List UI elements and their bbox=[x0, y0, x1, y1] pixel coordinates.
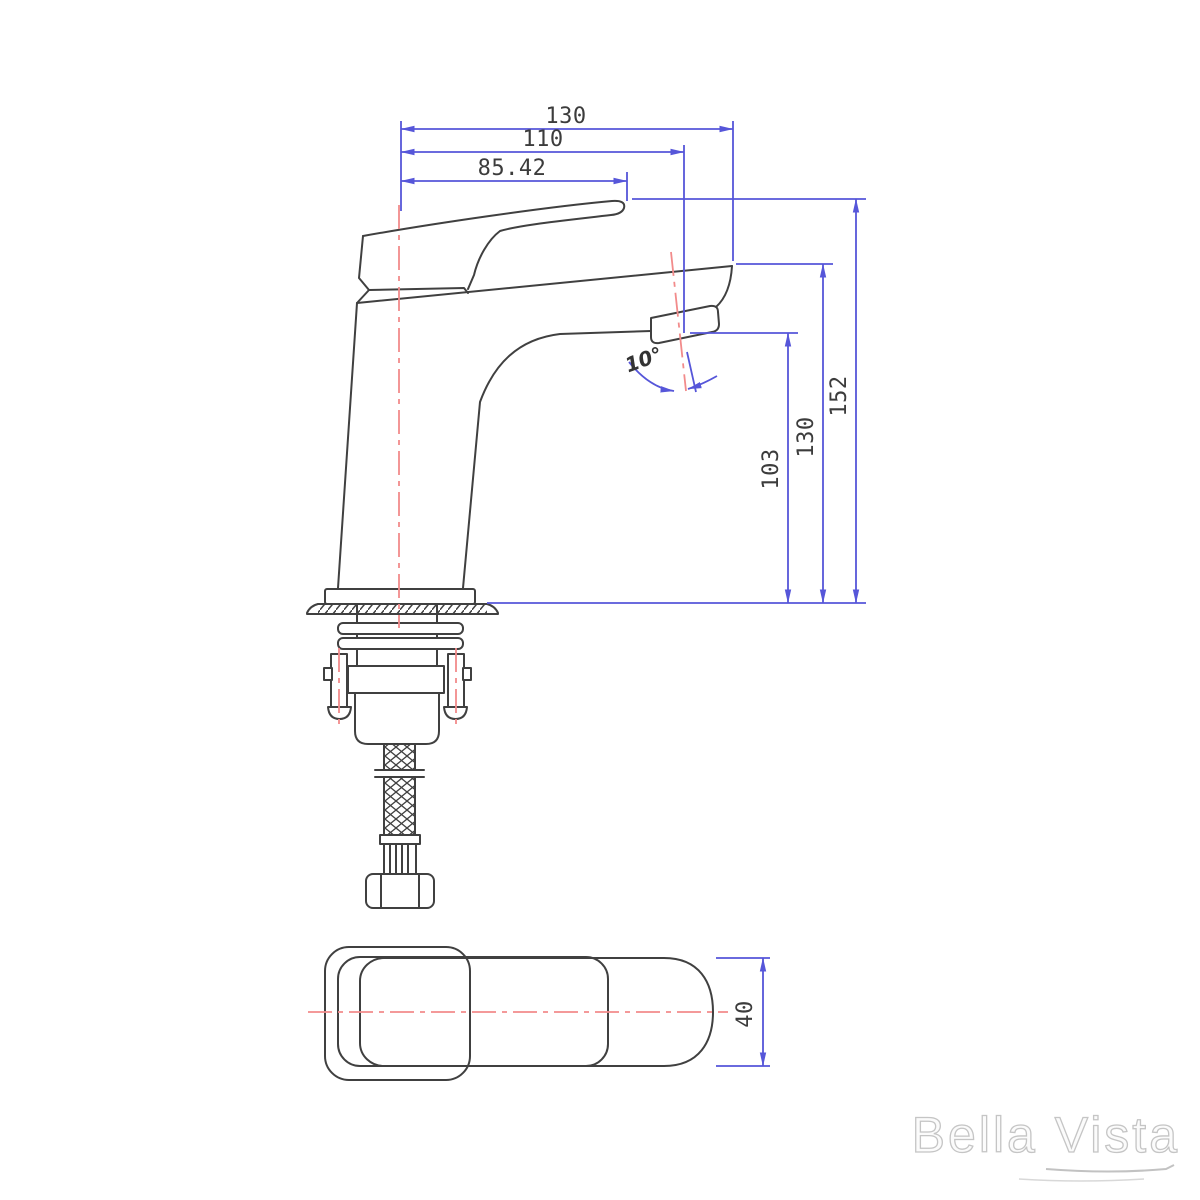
mounting-bracket bbox=[347, 665, 445, 694]
brand-logo-text: Bella Vista bbox=[912, 1107, 1180, 1163]
brand-logo: Bella Vista bbox=[911, 1106, 1180, 1182]
hose-ribbed-section bbox=[383, 843, 417, 875]
handle-base bbox=[358, 235, 469, 294]
outlet-axis-centerline bbox=[670, 251, 687, 392]
shank-block bbox=[354, 692, 440, 745]
angle-arc bbox=[628, 361, 675, 393]
spout-top-edge bbox=[356, 265, 733, 304]
hose-collar bbox=[379, 834, 421, 845]
washer bbox=[337, 622, 464, 635]
dim-label-spout-angle: 10° bbox=[622, 342, 666, 377]
dim-label-overall-width: 130 bbox=[545, 104, 586, 129]
counter-hatch bbox=[318, 604, 487, 614]
dim-label-handle-reach: 85.42 bbox=[478, 156, 547, 181]
hose-hex-nut bbox=[365, 873, 435, 909]
handle-lever bbox=[362, 199, 626, 290]
logo-underline-swoosh bbox=[1018, 1178, 1145, 1182]
top-view-outline: 40 bbox=[308, 946, 770, 1081]
mounting-hardware bbox=[306, 588, 499, 745]
centerlines bbox=[338, 205, 687, 724]
base-plate bbox=[324, 588, 476, 605]
logo-underline-swoosh bbox=[1045, 1164, 1175, 1173]
dim-label-body-width: 40 bbox=[733, 1000, 758, 1028]
supply-hose bbox=[365, 743, 435, 909]
dim-label-outlet-height: 103 bbox=[759, 448, 784, 489]
dim-label-spout-height: 130 bbox=[794, 416, 819, 457]
side-view-outline bbox=[337, 199, 733, 589]
spout-outlet bbox=[650, 304, 720, 345]
top-view-handle-plate bbox=[324, 946, 471, 1081]
dim-label-spout-reach: 110 bbox=[522, 127, 563, 152]
washer bbox=[337, 637, 464, 650]
top-view-body bbox=[359, 957, 714, 1067]
dim-label-overall-height: 152 bbox=[827, 375, 852, 416]
dimension-lines bbox=[400, 121, 866, 604]
dimension-labels: 130 110 85.42 152 130 103 10° bbox=[478, 104, 852, 490]
